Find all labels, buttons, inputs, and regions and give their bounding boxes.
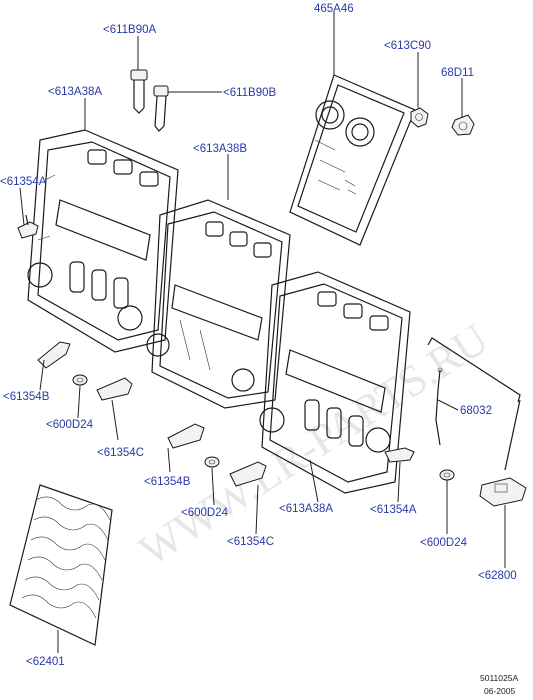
seat-back-panel-icon [289, 74, 416, 246]
label-600D24-mid[interactable]: <600D24 [181, 507, 229, 519]
label-465A46[interactable]: 465A46 [314, 3, 354, 15]
seat-back-frame-middle-icon [146, 199, 291, 409]
leader-lines [19, 12, 506, 653]
label-61354B-left[interactable]: <61354B [3, 391, 50, 403]
headrest-guide-icon [153, 85, 169, 132]
label-61354C-mid[interactable]: <61354C [227, 536, 274, 548]
bracket-icon [384, 447, 415, 463]
bracket-icon [229, 461, 267, 487]
label-68032[interactable]: 68032 [460, 405, 492, 417]
label-61354B-mid[interactable]: <61354B [144, 476, 191, 488]
release-cable-icon [427, 337, 521, 471]
washer-icon [204, 456, 220, 468]
label-613A38A-mid[interactable]: <613A38A [279, 503, 333, 515]
handle-icon [479, 477, 527, 507]
headrest-guide-icon [130, 69, 148, 114]
label-613C90[interactable]: <613C90 [384, 40, 431, 52]
washer-icon [439, 469, 455, 481]
label-613A38B[interactable]: <613A38B [193, 143, 247, 155]
label-62401[interactable]: <62401 [26, 656, 65, 668]
label-613A38A-top[interactable]: <613A38A [48, 86, 102, 98]
nut-icon [410, 107, 429, 128]
reference-code: 5011025A [480, 673, 518, 683]
seat-back-frame-right-icon [259, 271, 411, 494]
reference-date: 06-2005 [484, 686, 515, 696]
bracket-icon [167, 423, 205, 449]
label-600D24-right[interactable]: <600D24 [420, 537, 468, 549]
bracket-icon [37, 341, 71, 369]
label-62800[interactable]: <62800 [478, 570, 517, 582]
label-611B90A[interactable]: <611B90A [103, 24, 157, 36]
seat-back-frame-left-icon [27, 129, 179, 353]
clip-icon [451, 114, 475, 136]
label-61354A-left[interactable]: <61354A [0, 176, 47, 188]
bracket-icon [96, 377, 133, 401]
bracket-icon [17, 214, 39, 239]
label-68D11[interactable]: 68D11 [441, 67, 474, 79]
label-611B90B[interactable]: <611B90B [223, 87, 277, 99]
label-61354A-right[interactable]: <61354A [370, 504, 417, 516]
spring-mat-icon [9, 484, 113, 646]
label-61354C-left[interactable]: <61354C [97, 447, 144, 459]
label-600D24-left[interactable]: <600D24 [46, 419, 94, 431]
washer-icon [72, 374, 88, 386]
